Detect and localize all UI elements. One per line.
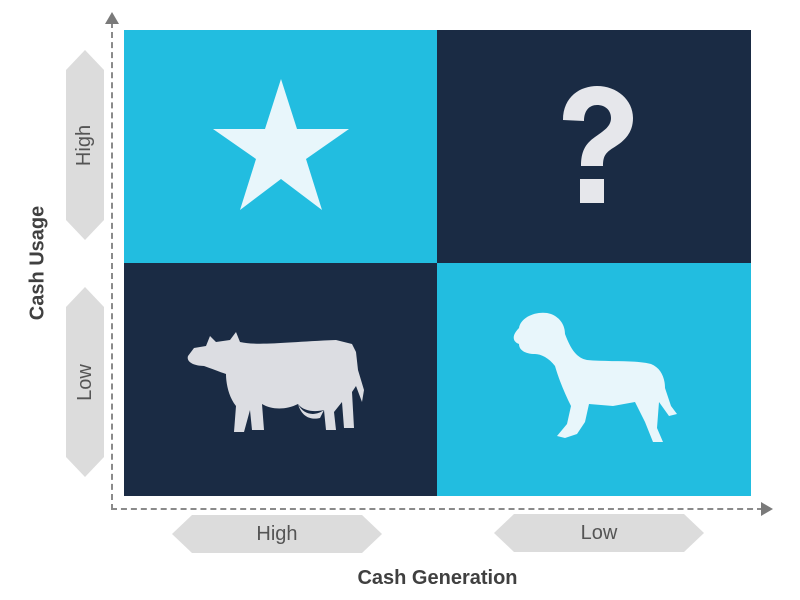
quadrant-star	[124, 30, 437, 263]
dog-icon	[513, 312, 677, 442]
x-axis-line	[111, 508, 763, 510]
quadrant-cash-cow	[124, 263, 437, 496]
quadrant-question-mark	[437, 30, 751, 263]
x-level-high-label: High	[172, 515, 382, 553]
y-level-high-text: High	[73, 124, 96, 166]
x-level-low-label: Low	[494, 514, 704, 552]
y-axis-title: Cash Usage	[26, 205, 49, 321]
x-axis-title: Cash Generation	[357, 567, 518, 589]
cow-icon	[187, 331, 364, 432]
y-axis-line	[111, 22, 113, 510]
y-level-low-label: Low	[66, 287, 104, 477]
x-axis-arrow	[761, 502, 773, 516]
y-level-low-text: Low	[73, 363, 96, 401]
y-level-high-label: High	[66, 50, 104, 240]
quadrant-dog	[437, 263, 751, 496]
question-mark-icon	[563, 86, 633, 203]
star-icon	[212, 78, 349, 210]
x-level-low-text: Low	[580, 521, 618, 544]
y-axis-arrow	[105, 12, 119, 24]
x-level-high-text: High	[256, 522, 298, 545]
